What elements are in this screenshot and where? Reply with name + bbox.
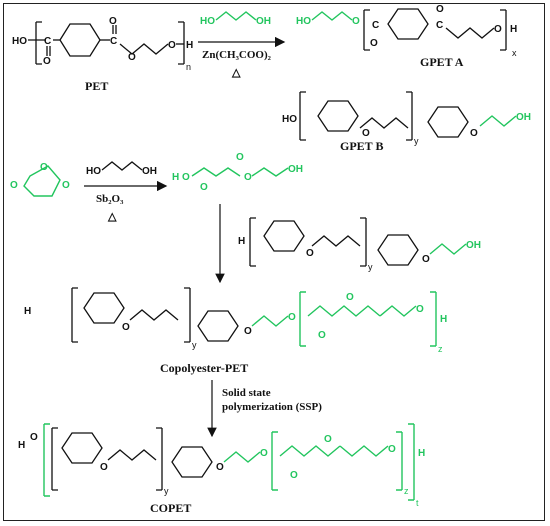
- gpet-b-o1-atom: O: [362, 128, 370, 139]
- glycol-1-ho-atom: HO: [200, 16, 215, 27]
- ester-o1-atom: O: [182, 172, 190, 183]
- reaction-arrow-1: HO OH Zn(CH₃COO)₂ △: [198, 11, 286, 79]
- pet-h-atom: H: [186, 40, 193, 51]
- pet-subscript-n: n: [186, 62, 191, 72]
- gpet-b-oh-atom: OH: [516, 112, 531, 123]
- copolyester-structure: H O y O O O O O H z: [24, 287, 447, 354]
- anhydride-o-left-atom: O: [10, 180, 18, 191]
- gpet-a-o3-atom: O: [494, 24, 502, 35]
- succinic-anhydride-structure: O O O: [10, 162, 70, 197]
- glycol-2-oh-atom: OH: [142, 166, 157, 177]
- gpet-a-c2-atom: C: [436, 20, 443, 31]
- ester-o3-atom: O: [236, 152, 244, 163]
- copolyester-label: Copolyester-PET: [160, 361, 248, 375]
- gpet-a-o-atom: O: [352, 16, 360, 27]
- copet-o6-atom: O: [388, 444, 396, 455]
- gpet-a-subscript-x: x: [512, 48, 517, 58]
- ester-h-atom: H: [172, 172, 179, 183]
- copet-label: COPET: [150, 501, 191, 515]
- copoly-o3-atom: O: [288, 312, 296, 323]
- intermediate-o2-atom: O: [422, 254, 430, 265]
- pet-ho-atom: HO: [12, 36, 27, 47]
- gpet-a-h-atom: H: [510, 24, 517, 35]
- figure-frame: [3, 3, 545, 521]
- gpet-a-label: GPET A: [420, 55, 464, 69]
- gpet-b-ho-atom: HO: [282, 114, 297, 125]
- gpet-a-o1-atom: O: [370, 38, 378, 49]
- copoly-o1-atom: O: [122, 322, 130, 333]
- pet-structure: HO C O C O O O H n: [12, 16, 193, 72]
- pet-o2-atom: O: [109, 16, 117, 27]
- ester-o2-atom: O: [200, 182, 208, 193]
- copoly-o2-atom: O: [244, 326, 252, 337]
- copoly-o5-atom: O: [346, 292, 354, 303]
- gpet-b-o2-atom: O: [470, 128, 478, 139]
- gpet-b-subscript-y: y: [414, 136, 419, 146]
- pet-o1-atom: O: [43, 56, 51, 67]
- intermediate-h-atom: H: [238, 236, 245, 247]
- reaction-arrow-2: HO OH Sb₂O₃ △: [84, 161, 168, 223]
- copoly-h-atom: H: [24, 306, 31, 317]
- copoly-h2-atom: H: [440, 314, 447, 325]
- intermediate-structure: H O y O OH: [238, 217, 481, 272]
- copet-o2-atom: O: [216, 462, 224, 473]
- gpet-b-label: GPET B: [340, 139, 383, 153]
- succinate-ester-structure: H O O O O OH: [172, 152, 303, 193]
- copet-o5-atom: O: [324, 434, 332, 445]
- gpet-a-structure: HO O C O C O O H x: [296, 4, 517, 58]
- glycol-2-ho-atom: HO: [86, 166, 101, 177]
- intermediate-oh-atom: OH: [466, 240, 481, 251]
- gpet-a-o2-atom: O: [436, 4, 444, 15]
- copet-o4-atom: O: [290, 470, 298, 481]
- gpet-b-structure: HO O y O OH: [282, 91, 531, 146]
- catalyst-sb2o3: Sb₂O₃: [96, 193, 124, 205]
- anhydride-o-right-atom: O: [62, 180, 70, 191]
- copet-structure: H O O y O O O O O z H t: [18, 423, 425, 508]
- ssp-line-1: Solid state: [222, 387, 271, 399]
- copet-subscript-t: t: [416, 498, 419, 508]
- copoly-subscript-y: y: [192, 340, 197, 350]
- ester-oh-atom: OH: [288, 164, 303, 175]
- pet-o4-atom: O: [168, 40, 176, 51]
- intermediate-subscript-y: y: [368, 262, 373, 272]
- copet-o1-atom: O: [100, 462, 108, 473]
- copoly-o6-atom: O: [416, 304, 424, 315]
- pet-o3-atom: O: [128, 52, 136, 63]
- heat-icon-2: △: [107, 211, 117, 223]
- intermediate-o1-atom: O: [306, 248, 314, 259]
- gpet-a-c1-atom: C: [372, 20, 379, 31]
- copet-o0-atom: O: [30, 432, 38, 443]
- anhydride-ring-o-atom: O: [40, 162, 48, 173]
- copoly-subscript-z: z: [438, 344, 443, 354]
- pet-label: PET: [85, 79, 108, 93]
- copet-subscript-z: z: [404, 486, 409, 496]
- catalyst-zn-acetate: Zn(CH₃COO)₂: [202, 49, 272, 61]
- gpet-a-ho-atom: HO: [296, 16, 311, 27]
- copet-subscript-y: y: [164, 486, 169, 496]
- copoly-o4-atom: O: [318, 330, 326, 341]
- copet-o3-atom: O: [260, 448, 268, 459]
- copet-h-atom: H: [18, 440, 25, 451]
- glycol-1-oh-atom: OH: [256, 16, 271, 27]
- pet-c1-atom: C: [44, 36, 51, 47]
- copet-h2-atom: H: [418, 448, 425, 459]
- ssp-line-2: polymerization (SSP): [222, 401, 322, 413]
- heat-icon-1: △: [231, 67, 241, 79]
- pet-c2-atom: C: [110, 36, 117, 47]
- ester-o4-atom: O: [244, 172, 252, 183]
